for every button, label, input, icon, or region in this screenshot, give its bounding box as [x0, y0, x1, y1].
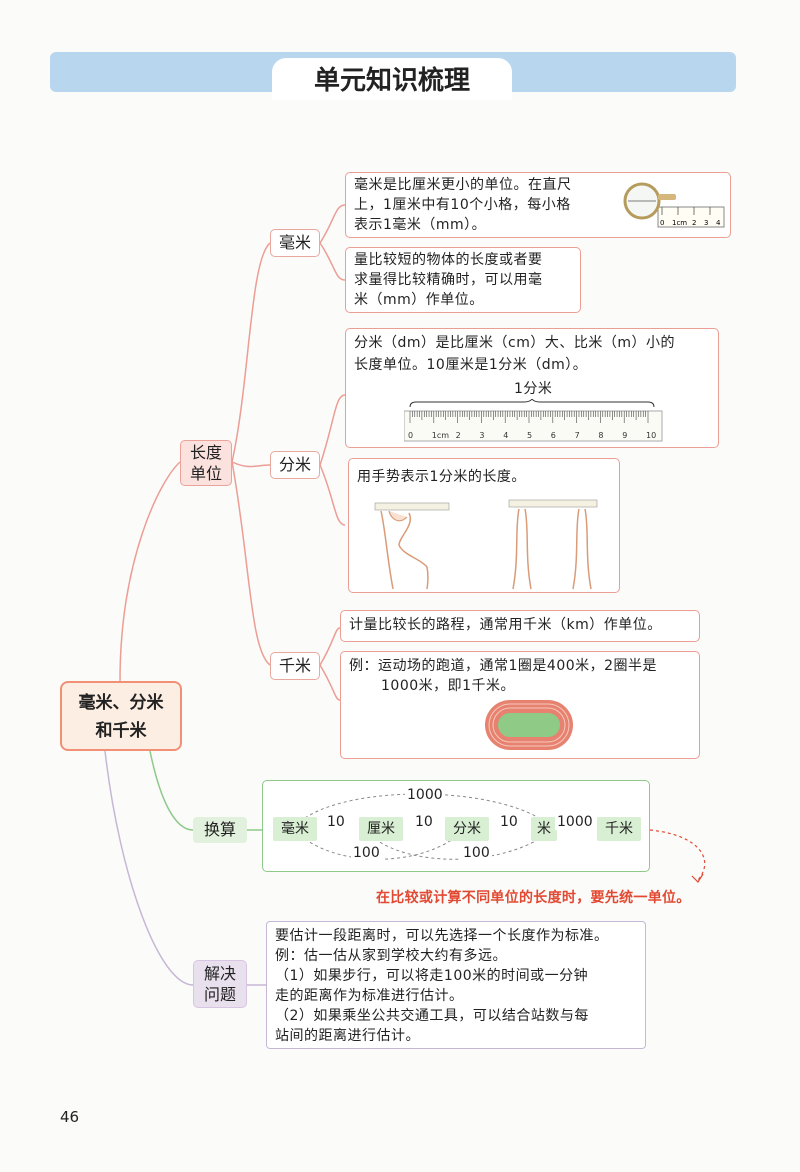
- km-example-line2: 1000米，即1千米。: [381, 678, 516, 694]
- rate-bottom-1: 100: [351, 845, 382, 861]
- label-km: 千米: [270, 652, 320, 680]
- hand-gesture-illustration: [374, 499, 598, 590]
- mm-ruler-tick-1: 1cm: [672, 219, 687, 227]
- dm-ruler-label: 1cm: [432, 431, 449, 440]
- mm-ruler-tick-2: 2: [692, 219, 696, 227]
- mm-ruler-tick-0: 0: [660, 219, 664, 227]
- mm-use-line2: 求量得比较精确时，可以用毫: [354, 272, 543, 288]
- label-dm: 分米: [270, 451, 320, 479]
- title-tab: [272, 58, 512, 100]
- dm-ruler-label: 7: [575, 431, 580, 440]
- root-node: 毫米、分米 和千米: [60, 681, 182, 751]
- branch-solve: 解决 问题: [193, 960, 247, 1008]
- dm-ruler-icon: 0 1cm 2 3 4 5 6 7 8 9 10: [404, 399, 663, 442]
- unit-mm: 毫米: [273, 817, 317, 841]
- unit-m: 米: [531, 817, 557, 841]
- page-title: 单元知识梳理: [313, 66, 470, 96]
- root-line1: 毫米、分米: [78, 693, 164, 713]
- solve-line2: 例：估一估从家到学校大约有多远。: [275, 948, 507, 964]
- rate-m-km: 1000: [555, 814, 595, 830]
- mm-def-line1: 毫米是比厘米更小的单位。在直尺: [354, 177, 572, 193]
- page-number: 46: [60, 1108, 80, 1126]
- magnified-ruler-icon: 0 1cm 2 3 4: [623, 182, 725, 228]
- solve-line6: 站间的距离进行估计。: [275, 1028, 420, 1044]
- solve-label-line1: 解决: [203, 964, 236, 983]
- mm-definition-box: 毫米是比厘米更小的单位。在直尺 上，1厘米中有10个小格，每小格 表示1毫米（m…: [345, 172, 731, 238]
- conversion-box: 毫米 10 厘米 10 分米 10 米 1000 千米 1000 100 100: [262, 780, 650, 872]
- solve-line3: （1）如果步行，可以将走100米的时间或一分钟: [275, 968, 589, 984]
- dm-brace-label: 1分米: [514, 381, 553, 397]
- mm-use-line3: 米（mm）作单位。: [354, 292, 484, 308]
- solve-line4: 走的距离作为标准进行估计。: [275, 988, 464, 1004]
- length-units-line2: 单位: [189, 464, 222, 483]
- rate-cm-dm: 10: [413, 814, 435, 830]
- dm-ruler-label: 2: [456, 431, 461, 440]
- solve-line1: 要估计一段距离时，可以先选择一个长度作为标准。: [275, 928, 609, 944]
- conversion-arcs: [304, 793, 540, 860]
- rate-dm-m: 10: [498, 814, 520, 830]
- mm-def-line2: 上，1厘米中有10个小格，每小格: [354, 197, 571, 213]
- mm-ruler-tick-4: 4: [716, 219, 721, 227]
- branch-length-units: 长度 单位: [180, 440, 232, 486]
- km-example-line1: 例：运动场的跑道，通常1圈是400米，2圈半是: [349, 658, 658, 674]
- dm-gesture-box: 用手势表示1分米的长度。: [348, 458, 620, 593]
- solve-label-line2: 问题: [203, 985, 236, 1004]
- rate-bottom-2: 100: [461, 845, 492, 861]
- km-use-text: 计量比较长的路程，通常用千米（km）作单位。: [349, 617, 662, 633]
- solve-box: 要估计一段距离时，可以先选择一个长度作为标准。 例：估一估从家到学校大约有多远。…: [266, 921, 646, 1049]
- dm-ruler-label: 4: [503, 431, 508, 440]
- solve-line5: （2）如果乘坐公共交通工具，可以结合站数与每: [275, 1008, 589, 1024]
- km-usage-box: 计量比较长的路程，通常用千米（km）作单位。: [340, 610, 700, 642]
- unit-km: 千米: [597, 817, 641, 841]
- mm-ruler-tick-3: 3: [704, 219, 708, 227]
- km-example-box: 例：运动场的跑道，通常1圈是400米，2圈半是 1000米，即1千米。: [340, 651, 700, 759]
- dm-def-line2: 长度单位。10厘米是1分米（dm）。: [354, 357, 588, 373]
- rate-mm-cm: 10: [325, 814, 347, 830]
- dm-definition-box: 分米（dm）是比厘米（cm）大、比米（m）小的 长度单位。10厘米是1分米（dm…: [345, 328, 719, 448]
- rate-top: 1000: [405, 787, 445, 803]
- dm-def-line1: 分米（dm）是比厘米（cm）大、比米（m）小的: [354, 335, 675, 351]
- root-line2: 和千米: [95, 721, 147, 741]
- conversion-note: 在比较或计算不同单位的长度时，要先统一单位。: [376, 890, 691, 906]
- branch-conversion: 换算: [193, 817, 247, 843]
- length-units-line1: 长度: [189, 443, 222, 462]
- dm-ruler-label: 3: [479, 431, 484, 440]
- mm-usage-box: 量比较短的物体的长度或者要 求量得比较精确时，可以用毫 米（mm）作单位。: [345, 247, 581, 313]
- dm-ruler-label: 10: [646, 431, 656, 440]
- dm-ruler-label: 8: [598, 431, 603, 440]
- dm-gesture-text: 用手势表示1分米的长度。: [357, 469, 526, 485]
- dm-ruler-label: 5: [527, 431, 532, 440]
- label-mm: 毫米: [270, 229, 320, 257]
- unit-dm: 分米: [445, 817, 489, 841]
- dm-ruler-label: 9: [622, 431, 627, 440]
- mm-def-line3: 表示1毫米（mm）。: [354, 217, 487, 233]
- dm-ruler-label: 0: [408, 431, 413, 440]
- mm-use-line1: 量比较短的物体的长度或者要: [354, 252, 543, 268]
- running-track-icon: [485, 700, 573, 750]
- unit-cm: 厘米: [359, 817, 403, 841]
- dm-ruler-label: 6: [551, 431, 556, 440]
